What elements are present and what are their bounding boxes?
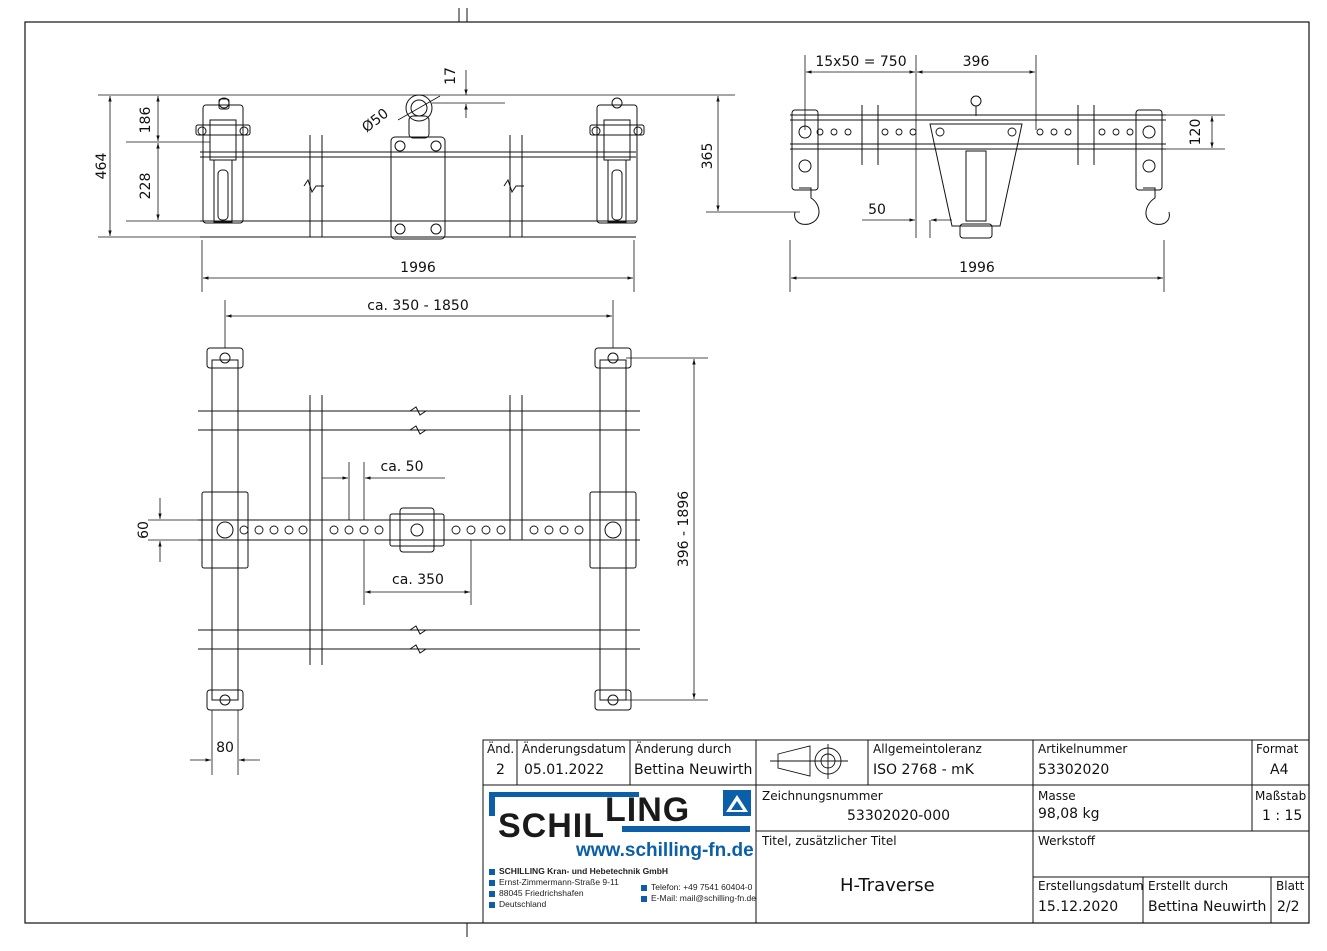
side-view-dimensions [706, 55, 1225, 292]
front-view [195, 94, 645, 240]
sheet-value: 2/2 [1277, 899, 1300, 915]
dim-hook-offset: 50 [868, 202, 886, 218]
bullet-icon [489, 879, 495, 886]
dim-center-spacing: 396 [963, 54, 990, 70]
dim-length-range: 396 - 1896 [676, 491, 692, 567]
logo-bar-right [622, 826, 750, 832]
top-view [198, 347, 640, 711]
dim-ring-diameter: Ø50 [359, 106, 392, 136]
dim-width-side: 1996 [959, 260, 995, 276]
dim-lower-height: 228 [138, 173, 154, 200]
sheet-label: Blatt [1276, 879, 1305, 893]
col-changed-by-label: Änderung durch [635, 742, 732, 756]
title-label: Titel, zusätzlicher Titel [762, 834, 897, 848]
bullet-icon [489, 901, 495, 908]
format-value: A4 [1270, 762, 1289, 778]
company-email[interactable]: E-Mail: mail@schilling-fn.de [641, 893, 756, 903]
mass-label: Masse [1038, 789, 1076, 803]
company-phone: Telefon: +49 7541 60404-0 [641, 882, 752, 892]
dim-adjust-range: ca. 350 - 1850 [367, 298, 468, 314]
company-street: Ernst-Zimmermann-Straße 9-11 [489, 877, 619, 887]
tolerance-value: ISO 2768 - mK [873, 762, 974, 778]
top-view-dimensions [148, 300, 708, 775]
created-date-value: 15.12.2020 [1038, 899, 1119, 915]
dim-hole-pitch: ca. 50 [381, 459, 424, 475]
company-country: Deutschland [489, 899, 546, 909]
logo-triangle-icon [723, 790, 751, 816]
logo-bar-left [489, 792, 495, 816]
projection-symbol-icon [770, 744, 848, 779]
drawing-no-label: Zeichnungsnummer [762, 789, 883, 803]
logo-text-part1: SCHIL [498, 807, 605, 845]
dim-hook-height: 365 [700, 143, 716, 170]
col-rev-label: Änd. [487, 742, 515, 756]
dim-center-block: ca. 350 [392, 572, 444, 588]
dim-hole-pattern: 15x50 = 750 [815, 54, 906, 70]
dim-upper-height: 186 [138, 107, 154, 134]
company-website[interactable]: www.schilling-fn.de [576, 840, 754, 861]
dim-total-height: 464 [94, 153, 110, 180]
col-rev-date-label: Änderungsdatum [522, 742, 626, 756]
email-icon [641, 895, 647, 902]
created-by-label: Erstellt durch [1148, 879, 1229, 893]
drawing-no-value: 53302020-000 [847, 808, 951, 824]
article-label: Artikelnummer [1038, 742, 1128, 756]
dim-beam-width: 60 [136, 521, 152, 539]
dim-width-front: 1996 [400, 260, 436, 276]
dim-ring-offset: 17 [443, 67, 459, 85]
logo-bar-top [489, 792, 639, 797]
bullet-icon [489, 868, 495, 875]
created-by-value: Bettina Neuwirth [1148, 899, 1267, 915]
company-city: 88045 Friedrichshafen [489, 888, 584, 898]
article-value: 53302020 [1038, 762, 1110, 778]
scale-value: 1 : 15 [1262, 808, 1303, 824]
company-logo: SCHILLING [498, 791, 690, 845]
material-label: Werkstoff [1038, 834, 1095, 848]
rev-value: 2 [496, 762, 505, 778]
dim-foot-width: 80 [216, 740, 234, 756]
rev-date-value: 05.01.2022 [524, 762, 605, 778]
changed-by-value: Bettina Neuwirth [634, 762, 753, 778]
mass-value: 98,08 kg [1038, 806, 1100, 822]
drawing-title: H-Traverse [840, 875, 935, 896]
title-block-grid [482, 739, 1310, 924]
scale-label: Maßstab [1255, 789, 1307, 803]
format-label: Format [1256, 742, 1299, 756]
tolerance-label: Allgemeintoleranz [873, 742, 982, 756]
side-view [790, 95, 1170, 239]
side-view-holes [816, 127, 1134, 137]
phone-icon [641, 884, 647, 891]
front-view-dimensions [98, 70, 735, 292]
top-view-holes [239, 525, 584, 535]
logo-text-part2: LING [605, 791, 691, 829]
dim-beam-height: 120 [1188, 119, 1204, 146]
company-name: SCHILLING Kran- und Hebetechnik GmbH [489, 866, 668, 876]
created-date-label: Erstellungsdatum [1038, 879, 1144, 893]
bullet-icon [489, 890, 495, 897]
